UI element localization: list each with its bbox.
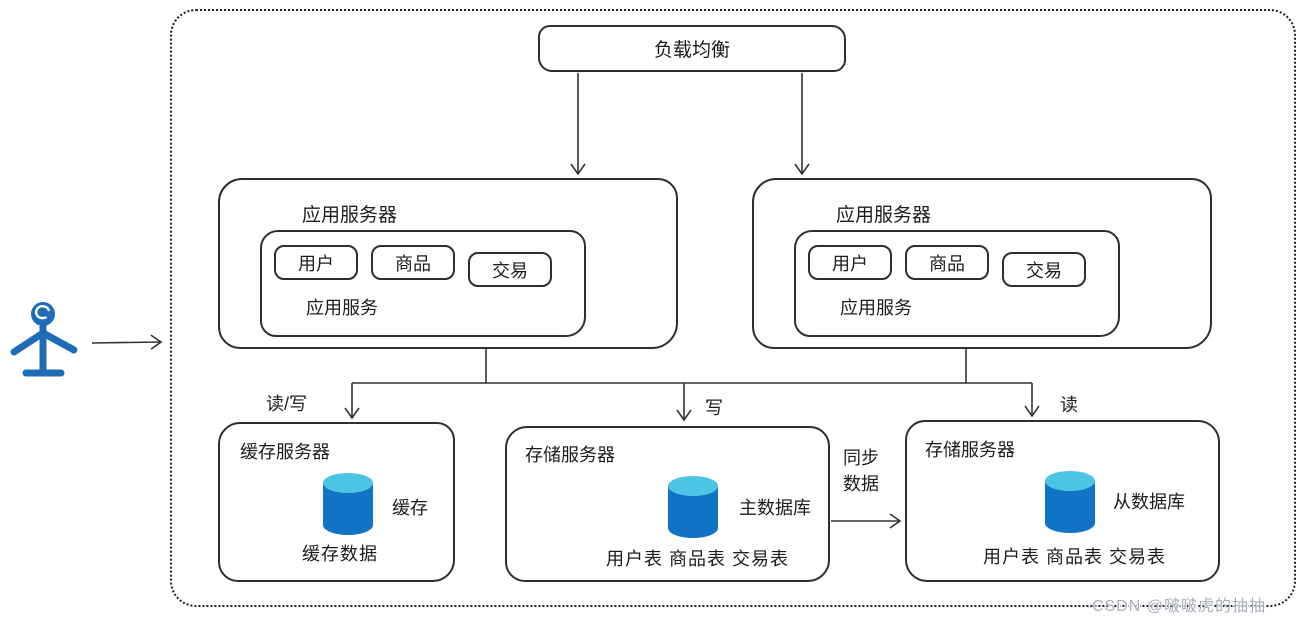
app-service-label: 应用服务 [840, 298, 912, 318]
master-storage-node: 存储服务器 主数据库 用户表 商品表 交易表 [505, 426, 830, 582]
app-server-title: 应用服务器 [302, 205, 398, 226]
module-user: 用户 [274, 245, 358, 280]
master-db-label: 主数据库 [739, 498, 811, 518]
slave-tables-caption: 用户表 商品表 交易表 [983, 547, 1167, 567]
edge-label-write: 写 [705, 398, 723, 418]
load-balancer-label: 负载均衡 [653, 40, 730, 61]
system-boundary-frame [170, 9, 1296, 607]
module-product: 商品 [371, 245, 455, 280]
edge-user-to-system [91, 334, 163, 350]
edge-label-sync-data: 同步数据 [843, 448, 879, 495]
app-service-group: 用户 商品 交易 应用服务 [260, 230, 586, 337]
module-product: 商品 [905, 245, 989, 280]
module-trade: 交易 [468, 252, 552, 287]
app-server-node-left: 应用服务器 用户 商品 交易 应用服务 [218, 178, 678, 349]
module-trade: 交易 [1002, 252, 1086, 287]
cache-data-caption: 缓存数据 [302, 544, 378, 564]
cache-db-label: 缓存 [392, 498, 428, 518]
edge-label-read: 读 [1060, 395, 1078, 415]
master-tables-caption: 用户表 商品表 交易表 [606, 549, 790, 569]
slave-db-label: 从数据库 [1113, 492, 1185, 512]
edge-label-read-write: 读/写 [266, 394, 308, 414]
app-service-label: 应用服务 [306, 298, 378, 318]
slave-storage-title: 存储服务器 [925, 440, 1015, 460]
load-balancer-node: 负载均衡 [538, 25, 846, 72]
user-actor-icon [10, 302, 78, 377]
cache-server-node: 缓存服务器 缓存 缓存数据 [218, 422, 455, 582]
module-row: 用户 商品 交易 [808, 245, 1086, 287]
cache-server-title: 缓存服务器 [240, 442, 330, 462]
module-user: 用户 [808, 245, 892, 280]
module-row: 用户 商品 交易 [274, 245, 552, 287]
slave-storage-node: 存储服务器 从数据库 用户表 商品表 交易表 [905, 420, 1220, 582]
app-service-group: 用户 商品 交易 应用服务 [794, 230, 1120, 337]
app-server-node-right: 应用服务器 用户 商品 交易 应用服务 [752, 178, 1212, 349]
app-server-title: 应用服务器 [836, 205, 932, 226]
master-storage-title: 存储服务器 [525, 445, 615, 465]
watermark: CSDN @啵啵虎的抽抽 [1092, 598, 1267, 615]
